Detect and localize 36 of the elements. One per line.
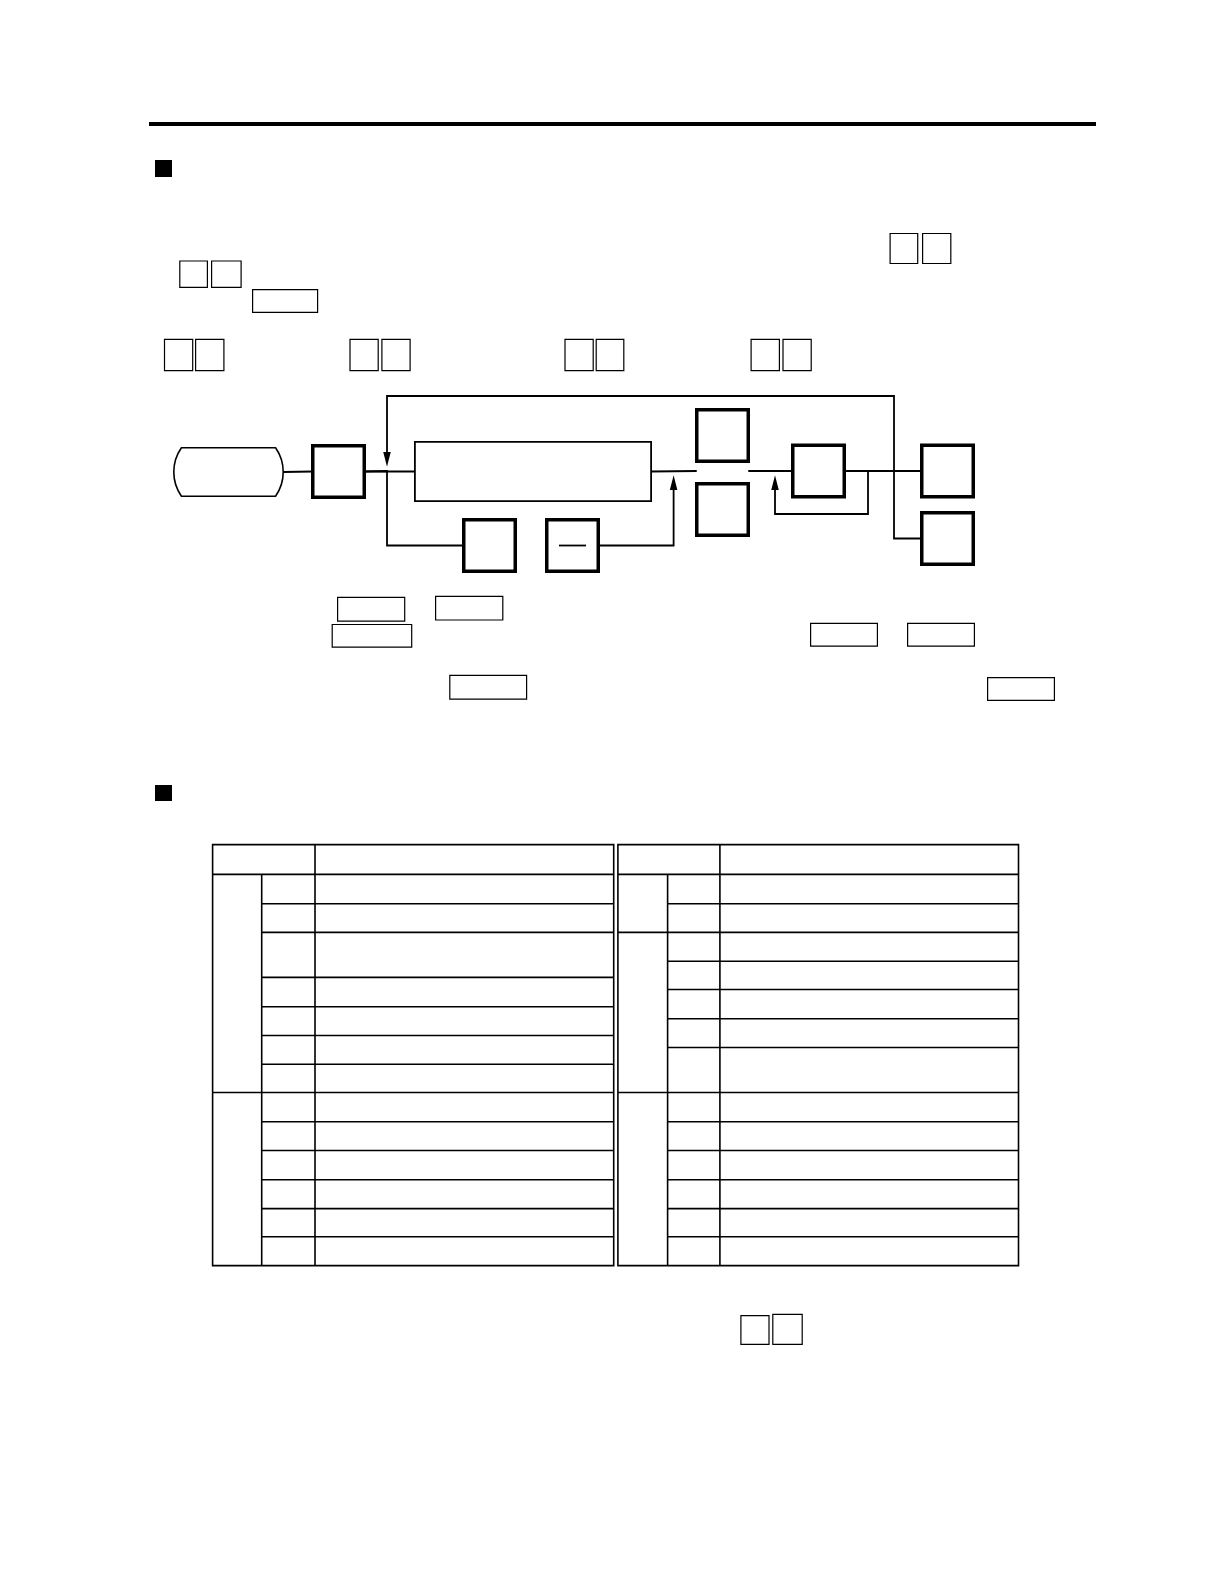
key-box [889,232,919,265]
key-box [195,338,225,372]
connector-line [363,470,465,547]
key-box [337,596,406,622]
connector-line [747,470,794,472]
arrow [771,470,869,515]
key-box [179,260,208,288]
key-box [791,443,846,499]
key-box [211,260,242,288]
key-box [920,443,975,499]
key-box [252,289,319,313]
key-box [381,338,411,372]
key-box [907,622,975,647]
key-box [564,338,594,372]
key-box [695,482,750,537]
process-box [414,441,652,502]
key-box [695,408,750,463]
key-box [595,338,625,372]
connector-line [282,470,314,473]
key-box [311,444,366,499]
key-box [772,1313,803,1345]
key-box [545,518,600,573]
key-box [987,677,1055,701]
key-box [810,622,878,647]
key-box [349,338,379,372]
key-box [449,674,528,700]
arrow [383,395,895,472]
key-box [922,232,952,265]
key-box [782,338,812,372]
key-box [740,1315,770,1345]
key-box [462,518,517,573]
key-box [920,511,975,566]
key-box [750,338,780,372]
key-box [163,338,194,372]
key-box [435,595,504,621]
key-box [331,623,413,648]
